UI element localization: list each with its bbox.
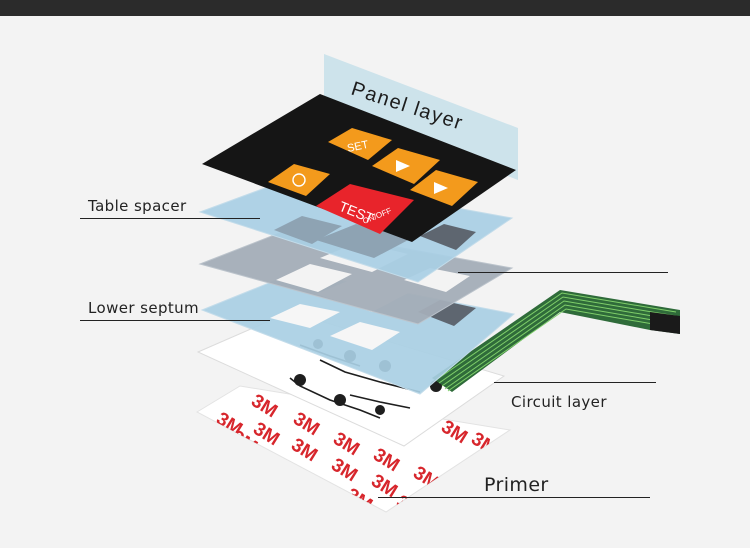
primer-label: Primer xyxy=(484,474,549,496)
panel-layer: SET TEST ON/OFF xyxy=(202,94,516,242)
set-key-label: SET xyxy=(346,139,370,155)
circuit-layer-label: Circuit layer xyxy=(511,393,607,411)
top-bar xyxy=(0,0,750,16)
gray-layer-leader xyxy=(458,272,668,273)
down-key[interactable] xyxy=(410,170,478,206)
arrow-right-icon xyxy=(396,160,410,172)
primer-leader xyxy=(378,497,650,498)
table-spacer-label: Table spacer xyxy=(88,197,187,215)
arrow-right-icon xyxy=(434,182,448,194)
set-key[interactable]: SET xyxy=(328,128,392,160)
flex-tail xyxy=(432,290,680,392)
power-key[interactable] xyxy=(268,164,330,196)
power-icon xyxy=(292,173,306,187)
lower-septum-label: Lower septum xyxy=(88,299,200,317)
lower-septum-leader xyxy=(80,320,270,321)
circuit-layer-leader xyxy=(494,382,656,383)
table-spacer-leader xyxy=(80,218,260,219)
up-key[interactable] xyxy=(372,148,440,184)
